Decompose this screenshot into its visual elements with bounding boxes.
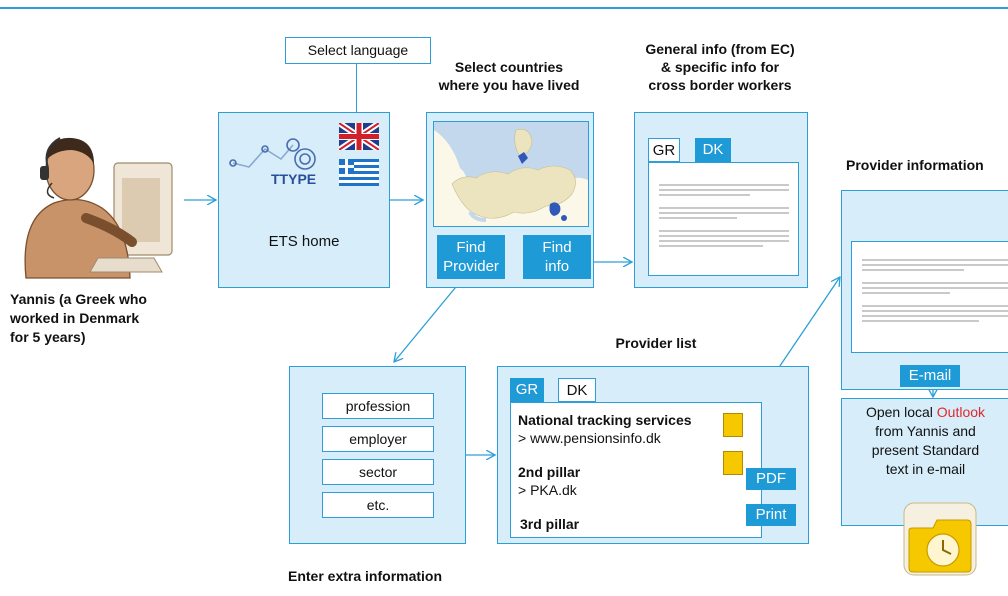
find-info-line: Find <box>542 239 572 256</box>
tab-gr[interactable]: GR <box>648 138 680 162</box>
etc-field[interactable]: etc. <box>322 492 434 518</box>
outlook-text-before: Open local <box>865 404 937 420</box>
callout-connector <box>356 64 357 118</box>
extra-info-caption: Enter extra information <box>288 568 443 584</box>
provider-entry-link[interactable]: > PKA.dk <box>518 482 577 498</box>
ets-home-panel: TTYPE ETS home <box>218 112 390 288</box>
outlook-line: text in e-mail <box>885 461 966 477</box>
tab-dk[interactable]: DK <box>558 378 596 402</box>
outlook-line-1: Open local Outlook <box>842 403 1008 422</box>
uk-flag-icon[interactable] <box>339 123 379 150</box>
heading-line: Select countries <box>454 59 564 75</box>
find-provider-line: Provider <box>443 258 499 275</box>
provider-list-document: National tracking services > www.pension… <box>510 402 762 538</box>
person-caption: Yannis (a Greek who worked in Denmark fo… <box>10 290 190 347</box>
provider-list-heading: Provider list <box>615 335 697 351</box>
sector-field[interactable]: sector <box>322 459 434 485</box>
person-caption-line: Yannis (a Greek who <box>10 291 147 307</box>
document-text-lines <box>862 256 1008 346</box>
outlook-highlight: Outlook <box>936 404 986 420</box>
email-button[interactable]: E-mail <box>900 365 960 387</box>
tab-gr[interactable]: GR <box>510 378 544 402</box>
employer-field[interactable]: employer <box>322 426 434 452</box>
provider-info-document <box>851 241 1008 353</box>
europe-map-icon <box>434 122 588 226</box>
provider-info-panel: E-mail <box>841 190 1008 390</box>
provider-info-heading: Provider information <box>846 157 984 173</box>
provider-entry-title: 2nd pillar <box>518 464 581 480</box>
europe-map[interactable] <box>433 121 589 227</box>
print-button[interactable]: Print <box>746 504 796 526</box>
outlook-app-icon[interactable] <box>903 502 977 576</box>
heading-line: where you have lived <box>438 77 580 93</box>
provider-list-panel: GR DK National tracking services > www.p… <box>497 366 809 544</box>
tab-dk[interactable]: DK <box>695 138 731 162</box>
outlook-text: Open local Outlook from Yannis and prese… <box>842 403 1008 479</box>
ttype-logo-icon <box>229 138 316 170</box>
arrow-provider-to-extra <box>394 281 461 362</box>
select-provider-checkbox[interactable] <box>723 451 743 475</box>
select-countries-heading: Select countries where you have lived <box>424 58 594 94</box>
heading-line: & specific info for <box>660 59 780 75</box>
outlook-icon <box>903 502 977 576</box>
select-language-callout: Select language <box>285 37 431 64</box>
find-provider-button[interactable]: Find Provider <box>437 235 505 279</box>
outlook-panel: Open local Outlook from Yannis and prese… <box>841 398 1008 526</box>
provider-entry-title: National tracking services <box>518 412 692 428</box>
person-caption-line: worked in Denmark <box>10 310 140 326</box>
select-language-label: Select language <box>307 42 409 58</box>
ttype-logo-text: TTYPE <box>271 171 317 187</box>
find-info-button[interactable]: Find info <box>523 235 591 279</box>
person-caption-line: for 5 years) <box>10 329 86 345</box>
document-text-lines <box>659 181 789 267</box>
find-provider-line: Find <box>456 239 486 256</box>
profession-field[interactable]: profession <box>322 393 434 419</box>
provider-entry-title: 3rd pillar <box>520 516 580 532</box>
extra-info-panel: profession employer sector etc. <box>289 366 466 544</box>
provider-entry: National tracking services > www.pension… <box>518 411 728 447</box>
general-info-heading: General info (from EC) & specific info f… <box>624 40 816 94</box>
pdf-button[interactable]: PDF <box>746 468 796 490</box>
find-info-line: info <box>544 258 570 275</box>
select-countries-panel: Find Provider Find info <box>426 112 594 288</box>
person-at-computer-icon <box>24 137 173 279</box>
top-rule <box>0 7 1008 9</box>
outlook-line: present Standard <box>871 442 980 458</box>
general-info-document <box>648 162 799 276</box>
ets-home-title: ETS home <box>268 233 340 250</box>
outlook-line: from Yannis and <box>875 423 976 439</box>
general-info-panel: GR DK <box>634 112 808 288</box>
heading-line: General info (from EC) <box>645 41 795 57</box>
provider-entry: 3rd pillar <box>520 515 730 533</box>
person-illustration <box>2 108 200 284</box>
heading-line: cross border workers <box>648 77 792 93</box>
provider-entry: 2nd pillar > PKA.dk <box>518 463 728 499</box>
provider-entry-link[interactable]: > www.pensionsinfo.dk <box>518 430 661 446</box>
greek-flag-icon[interactable] <box>339 159 379 186</box>
select-provider-checkbox[interactable] <box>723 413 743 437</box>
